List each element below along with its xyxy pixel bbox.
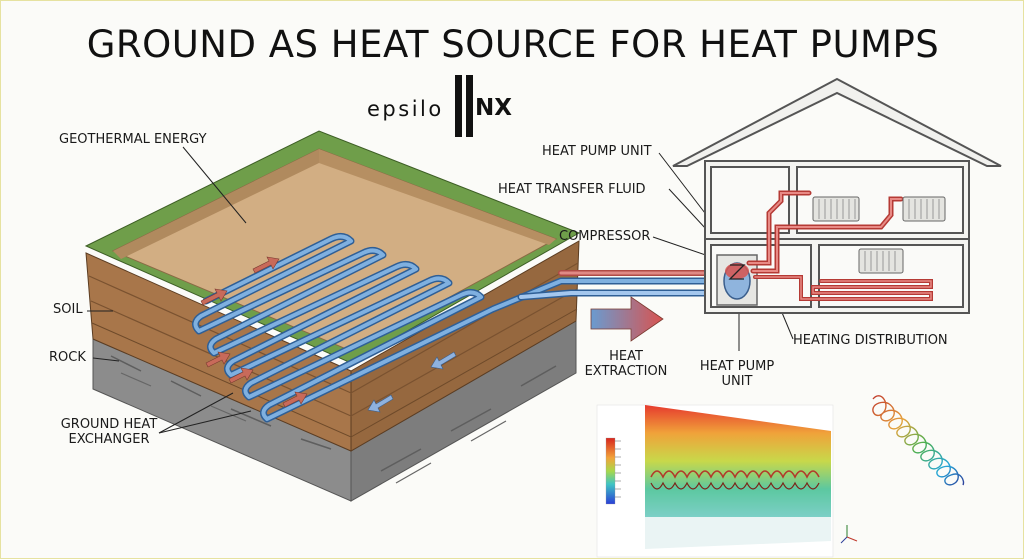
simulated-coil [650,470,820,479]
heating-distribution-pipes [746,190,933,301]
radiator-2 [902,196,946,222]
house-roof [672,77,1002,167]
color-bar [605,437,616,505]
label-heat-extraction-line1: HEAT [609,349,643,364]
label-heat-extraction-line2: EXTRACTION [584,364,668,379]
label-rock: ROCK [49,350,86,365]
label-heat-pump-unit-top: HEAT PUMP UNIT [542,144,652,159]
label-ground-heat-exchanger-line1: GROUND HEAT [60,417,158,432]
label-heat-pump-unit-line1: HEAT PUMP [699,359,775,374]
radiators [812,196,946,274]
label-geothermal-energy: GEOTHERMAL ENERGY [59,132,207,147]
ground-heat-exchanger-pipes [192,232,725,423]
label-heating-distribution: HEATING DISTRIBUTION [793,333,948,348]
simulation-inset [596,404,858,558]
logo-bars-icon [455,75,473,137]
label-heat-transfer-fluid: HEAT TRANSFER FLUID [498,182,646,197]
flow-arrows [200,256,457,413]
logo-suffix: NX [475,95,512,121]
helix-plot [872,395,965,486]
label-ground-heat-exchanger-line2: EXCHANGER [68,432,150,447]
logo-wordmark: epsilo [367,97,444,121]
radiator-1 [812,196,860,222]
label-ground-heat-exchanger: GROUND HEAT EXCHANGER [59,417,159,447]
label-heat-extraction: HEAT EXTRACTION [571,349,681,379]
radiator-3 [858,248,904,274]
page-title: GROUND AS HEAT SOURCE FOR HEAT PUMPS [86,23,940,66]
axis-triad [840,525,858,544]
label-soil: SOIL [53,302,83,317]
label-heat-pump-unit: HEAT PUMP UNIT [691,359,783,389]
heat-extraction-arrow [590,296,664,342]
label-heat-pump-unit-line2: UNIT [721,374,753,389]
epsilonx-logo: epsilo NX [367,71,527,141]
heat-pump-box [716,254,758,306]
label-compressor: COMPRESSOR [559,229,651,244]
